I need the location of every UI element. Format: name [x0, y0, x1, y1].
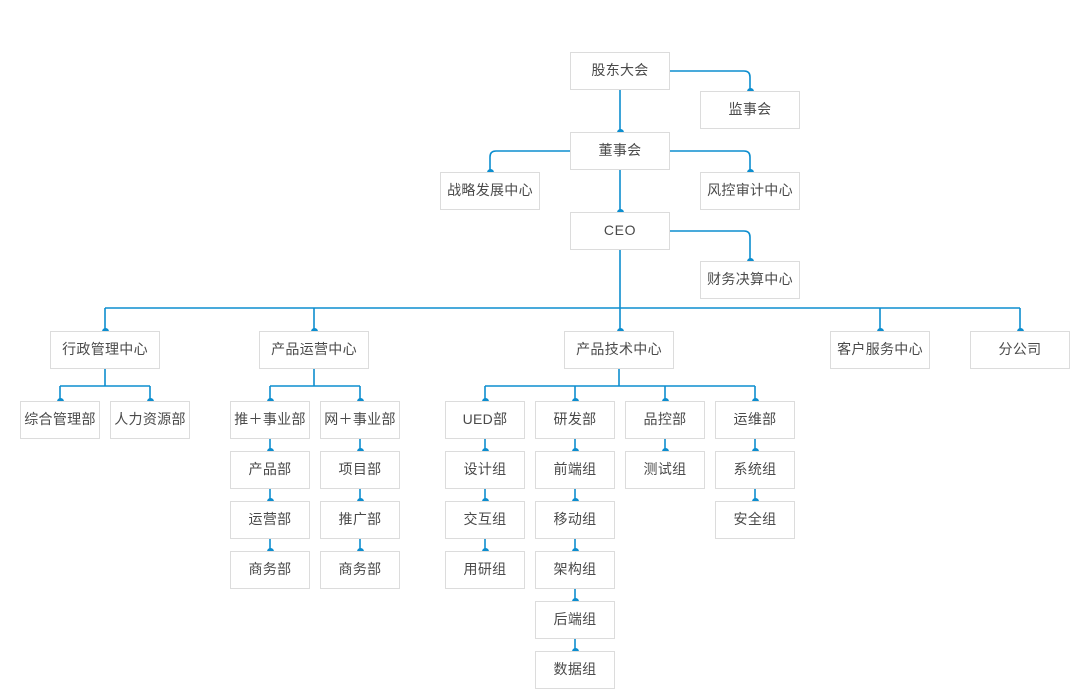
org-node-ceo[interactable]: CEO: [570, 212, 670, 250]
org-node-tech_center[interactable]: 产品技术中心: [564, 331, 674, 369]
org-node-design_group[interactable]: 设计组: [445, 451, 525, 489]
org-node-system_group[interactable]: 系统组: [715, 451, 795, 489]
org-node-data_group[interactable]: 数据组: [535, 651, 615, 689]
org-node-test_group[interactable]: 测试组: [625, 451, 705, 489]
org-node-product_dept[interactable]: 产品部: [230, 451, 310, 489]
org-node-qa_dept[interactable]: 品控部: [625, 401, 705, 439]
org-node-board[interactable]: 董事会: [570, 132, 670, 170]
org-node-tui_bu[interactable]: 推＋事业部: [230, 401, 310, 439]
org-node-finance[interactable]: 财务决算中心: [700, 261, 800, 299]
org-node-rd_dept[interactable]: 研发部: [535, 401, 615, 439]
org-node-ued_dept[interactable]: UED部: [445, 401, 525, 439]
org-node-general_admin[interactable]: 综合管理部: [20, 401, 100, 439]
org-node-mobile_group[interactable]: 移动组: [535, 501, 615, 539]
org-node-business_dept_2[interactable]: 商务部: [320, 551, 400, 589]
org-node-supervisory[interactable]: 监事会: [700, 91, 800, 129]
org-node-frontend_group[interactable]: 前端组: [535, 451, 615, 489]
org-node-project_dept[interactable]: 项目部: [320, 451, 400, 489]
org-node-ops_center[interactable]: 产品运营中心: [259, 331, 369, 369]
org-node-operation_dept[interactable]: 运营部: [230, 501, 310, 539]
org-node-hr[interactable]: 人力资源部: [110, 401, 190, 439]
org-node-ops_dept[interactable]: 运维部: [715, 401, 795, 439]
org-node-research_group[interactable]: 用研组: [445, 551, 525, 589]
org-node-shareholders[interactable]: 股东大会: [570, 52, 670, 90]
org-node-branch[interactable]: 分公司: [970, 331, 1070, 369]
org-node-architecture_group[interactable]: 架构组: [535, 551, 615, 589]
org-node-strategy[interactable]: 战略发展中心: [440, 172, 540, 210]
org-node-admin_center[interactable]: 行政管理中心: [50, 331, 160, 369]
org-node-service_center[interactable]: 客户服务中心: [830, 331, 930, 369]
org-node-interaction_group[interactable]: 交互组: [445, 501, 525, 539]
org-node-promotion_dept[interactable]: 推广部: [320, 501, 400, 539]
org-node-business_dept_1[interactable]: 商务部: [230, 551, 310, 589]
org-node-wang_bu[interactable]: 网＋事业部: [320, 401, 400, 439]
org-node-security_group[interactable]: 安全组: [715, 501, 795, 539]
org-node-backend_group[interactable]: 后端组: [535, 601, 615, 639]
org-node-risk_audit[interactable]: 风控审计中心: [700, 172, 800, 210]
